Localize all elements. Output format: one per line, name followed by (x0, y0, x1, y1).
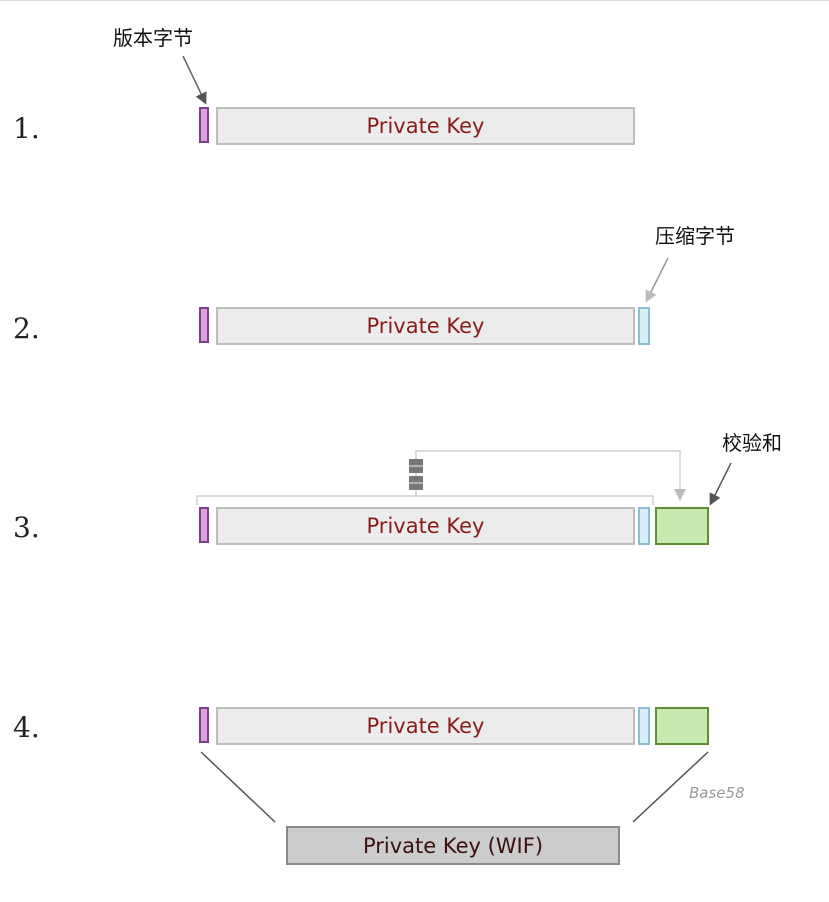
version-byte-block (199, 107, 209, 143)
version-byte-block (199, 307, 209, 343)
checksum-label: 校验和 (722, 431, 782, 455)
private-key-wif-block: Private Key (WIF) (286, 826, 620, 865)
hash-input-bracket (196, 495, 654, 505)
base58-label: Base58 (689, 784, 745, 802)
checksum-block (655, 507, 709, 545)
private-key-block: Private Key (216, 507, 635, 545)
version-byte-pointer (182, 55, 207, 105)
compression-byte-block (638, 307, 650, 345)
hash-function-icon (409, 459, 423, 490)
version-byte-block (199, 507, 209, 543)
private-key-wif-label: Private Key (WIF) (362, 833, 544, 858)
checksum-pointer (709, 462, 732, 506)
compression-byte-block (638, 507, 650, 545)
private-key-block: Private Key (216, 107, 635, 145)
private-key-block: Private Key (216, 707, 635, 745)
base58-funnel-left (200, 751, 276, 823)
private-key-label: Private Key (366, 314, 485, 338)
hash-output-line (415, 450, 686, 501)
step-number-2: 2. (13, 312, 40, 345)
checksum-block (655, 707, 709, 745)
step-number-1: 1. (13, 112, 40, 145)
private-key-label: Private Key (366, 114, 485, 138)
compression-byte-pointer (645, 257, 669, 303)
private-key-label: Private Key (366, 714, 485, 738)
version-byte-label: 版本字节 (113, 26, 193, 50)
private-key-block: Private Key (216, 307, 635, 345)
top-divider (0, 0, 829, 1)
step-number-4: 4. (13, 711, 40, 744)
version-byte-block (199, 707, 209, 743)
private-key-label: Private Key (366, 514, 485, 538)
step-number-3: 3. (13, 511, 40, 544)
base58-funnel-right (632, 751, 709, 823)
compression-byte-label: 压缩字节 (655, 224, 735, 248)
compression-byte-block (638, 707, 650, 745)
